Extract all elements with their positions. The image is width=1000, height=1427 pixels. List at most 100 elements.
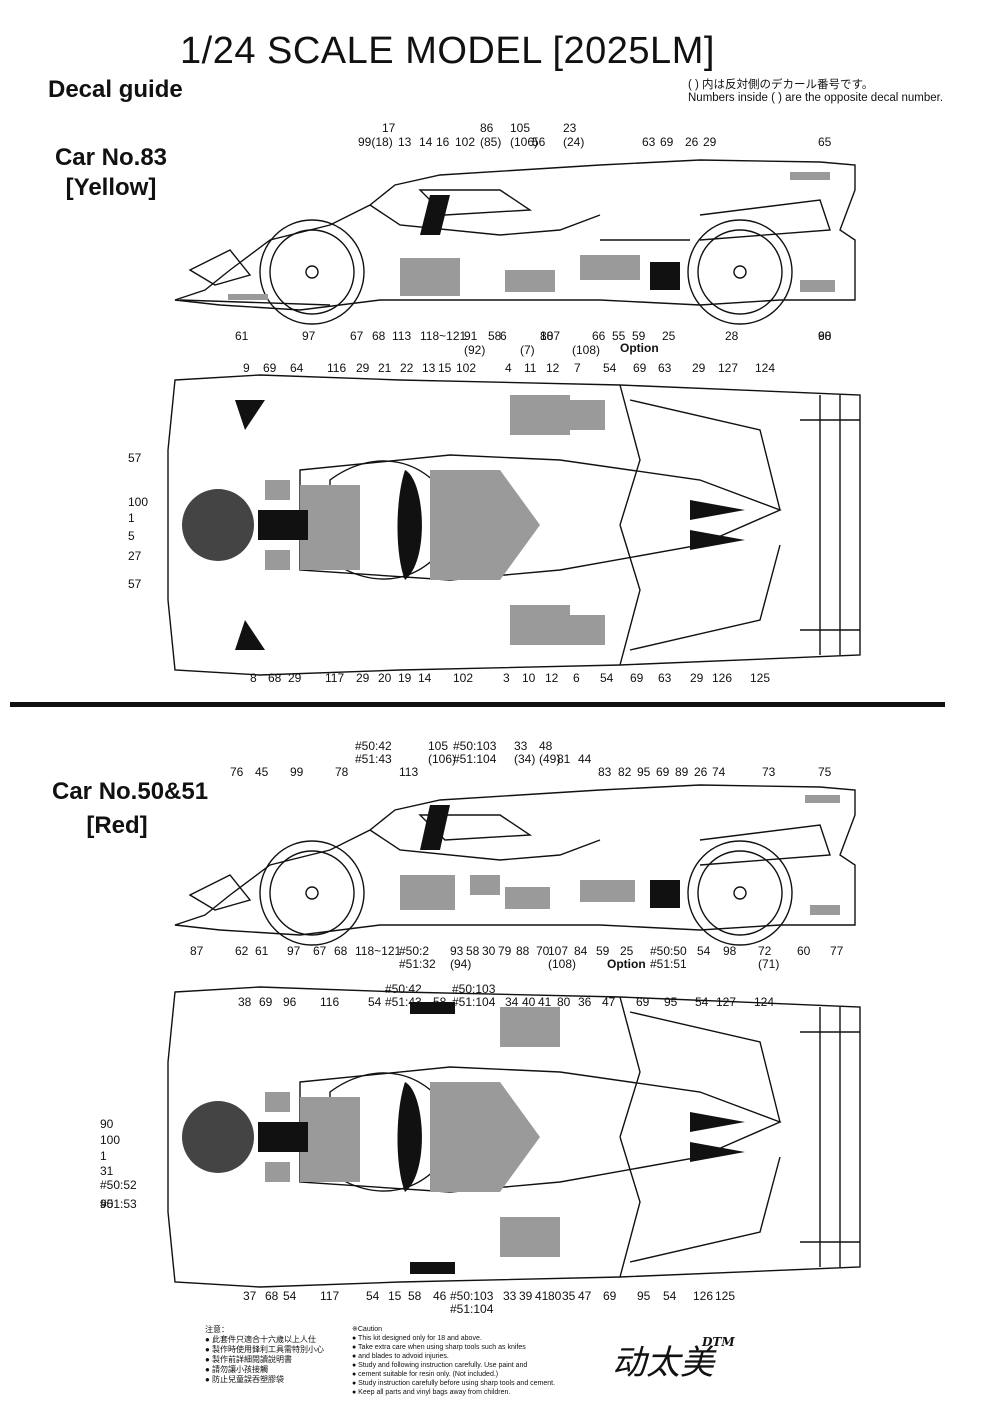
decal-guide-heading: Decal guide xyxy=(48,76,183,103)
car-83-name: Car No.83 xyxy=(54,144,168,171)
s1-plan-bottom-label: 6 xyxy=(573,671,580,685)
s2-side-bottom-label: (94) xyxy=(450,957,472,971)
s1-plan-bottom-label: 69 xyxy=(630,671,644,685)
s2-side-bottom-label: (108) xyxy=(548,957,577,971)
s2-plan-bottom-label: 46 xyxy=(433,1289,447,1303)
s2-side-bottom-label: 25 xyxy=(620,944,634,958)
s1-plan-bottom-label: 63 xyxy=(658,671,672,685)
s2-plan-top-label: 124 xyxy=(754,995,775,1009)
s2-side-bottom-label: (71) xyxy=(758,957,780,971)
s2-plan-bottom-label: 117 xyxy=(320,1289,340,1303)
s2-plan-bottom-label: #51:104 xyxy=(450,1302,494,1316)
caution-line: ● Take extra care when using sharp tools… xyxy=(352,1344,526,1351)
caution-line: ● Study instruction carefully before usi… xyxy=(352,1380,556,1387)
s1-plan-bottom-label: 54 xyxy=(600,671,614,685)
s1-side-bottom-label: 113 xyxy=(392,329,412,343)
caution-line: ● and blades to advoid injuries. xyxy=(352,1353,449,1360)
s1-side-bottom-label: 6 xyxy=(500,329,507,343)
s1-side-bottom-label: 107 xyxy=(540,329,561,343)
s2-plan-bottom-label: 54 xyxy=(366,1289,380,1303)
car-50-51-side-view xyxy=(174,784,856,946)
s2-plan-bottom-label: 125 xyxy=(715,1289,736,1303)
s2-side-top-label: 83 xyxy=(598,765,612,779)
s1-plan-top-label: 29 xyxy=(356,361,370,375)
s2-side-bottom-label: 54 xyxy=(697,944,711,958)
s2-plan-top-label: 69 xyxy=(636,995,650,1009)
caution-jp-lines: ● 此套件只適合十六歲以上人仕● 製作時使用鋒利工具需特別小心● 製作前詳細閱讀… xyxy=(205,1335,340,1385)
s1-side-top-label: 69 xyxy=(660,135,674,149)
s2-side-top-label: (49) xyxy=(539,752,561,766)
note-japanese: ( ) 内は反対側のデカール番号です。 xyxy=(688,79,874,91)
s2-side-bottom-label: 60 xyxy=(797,944,811,958)
s2-side-top-label: 99 xyxy=(290,765,304,779)
s1-plan-top-label: 9 xyxy=(243,361,250,375)
s2-side-bottom-label: 68 xyxy=(334,944,348,958)
s2-side-top-label: 74 xyxy=(712,765,726,779)
caution-line: ● 製作前詳細閱讀說明書 xyxy=(205,1355,293,1364)
s2-plan-bottom-label: 41 xyxy=(535,1289,549,1303)
s1-side-bottom-label: 55 xyxy=(612,329,626,343)
s1-plan-bottom-label: 125 xyxy=(750,671,771,685)
car-83-color: [Yellow] xyxy=(65,174,157,201)
s1-side-bottom-label: 25 xyxy=(662,329,676,343)
s1-plan-bottom-label: 29 xyxy=(288,671,302,685)
s1-side-bottom-label: 61 xyxy=(235,329,249,343)
s2-side-top-label: 44 xyxy=(578,752,592,766)
s1-side-top-label: 99(18) xyxy=(358,135,393,149)
s2-plan-bottom-label: 37 xyxy=(243,1289,257,1303)
s1-plan-left-label: 5 xyxy=(128,529,135,543)
s2-plan-left-label: 90 xyxy=(100,1117,114,1131)
s2-side-bottom-label: 58 xyxy=(466,944,480,958)
s2-side-bottom-label: 84 xyxy=(574,944,588,958)
s2-plan-left-label: 1 xyxy=(100,1149,107,1163)
s2-side-top-label: #51:104 xyxy=(453,752,497,766)
s2-side-bottom-label: 93 xyxy=(450,944,464,958)
s1-side-bottom-label: 67 xyxy=(350,329,364,343)
s1-side-top-label: 26 xyxy=(685,135,699,149)
s1-plan-top-label: 7 xyxy=(574,361,581,375)
s2-side-bottom-label: #50:2 xyxy=(399,944,430,958)
s1-plan-top-label: 4 xyxy=(505,361,512,375)
s2-side-bottom-label: 107 xyxy=(548,944,569,958)
s2-side-top-label: #51:43 xyxy=(355,752,392,766)
s2-plan-top-label: 95 xyxy=(664,995,678,1009)
s2-side-bottom-label: 87 xyxy=(190,944,204,958)
s2-plan-top-label: #51:104 xyxy=(452,995,496,1009)
s1-plan-top-label: 21 xyxy=(378,361,392,375)
s1-plan-top-label: 127 xyxy=(718,361,739,375)
s1-plan-top-label: 15 xyxy=(438,361,452,375)
s2-plan-top-label: 54 xyxy=(368,995,382,1009)
s2-plan-top-label: 38 xyxy=(238,995,252,1009)
s1-side-top-label: (24) xyxy=(563,135,585,149)
s1-plan-top-label: 69 xyxy=(263,361,277,375)
option-label-1: Option xyxy=(620,341,659,355)
s1-side-top-label: (85) xyxy=(480,135,502,149)
s2-plan-bottom-label: #50:103 xyxy=(450,1289,494,1303)
s2-plan-bottom-label: 68 xyxy=(265,1289,279,1303)
option-label-2: Option xyxy=(607,957,646,971)
s2-plan-top-label: 96 xyxy=(283,995,297,1009)
s2-plan-top-label: 58 xyxy=(433,995,447,1009)
s2-side-top-label: 113 xyxy=(399,765,419,779)
s2-side-bottom-label: #51:51 xyxy=(650,957,687,971)
s2-plan-bottom-label: 35 xyxy=(562,1289,576,1303)
s1-plan-top-label: 12 xyxy=(546,361,560,375)
s2-side-top-label: 82 xyxy=(618,765,632,779)
car-50-51-color: [Red] xyxy=(86,812,148,839)
s2-side-top-label: 89 xyxy=(675,765,689,779)
car-83-side-view xyxy=(174,159,856,325)
dtm-logo-sub: DTM xyxy=(702,1335,735,1349)
s2-side-bottom-label: 72 xyxy=(758,944,772,958)
s2-side-bottom-label: 118~121 xyxy=(355,944,402,958)
s1-side-top-label: 102 xyxy=(455,135,476,149)
s2-side-top-label: 105 xyxy=(428,739,449,753)
s2-side-top-label: 69 xyxy=(656,765,670,779)
caution-line: ● 防止兒童誤吞塑膠袋 xyxy=(205,1375,285,1384)
s1-plan-top-label: 124 xyxy=(755,361,776,375)
s1-side-top-label: 105 xyxy=(510,121,531,135)
s2-side-top-label: #50:103 xyxy=(453,739,497,753)
s1-plan-bottom-label: 117 xyxy=(325,671,345,685)
s2-plan-bottom-label: 58 xyxy=(408,1289,422,1303)
